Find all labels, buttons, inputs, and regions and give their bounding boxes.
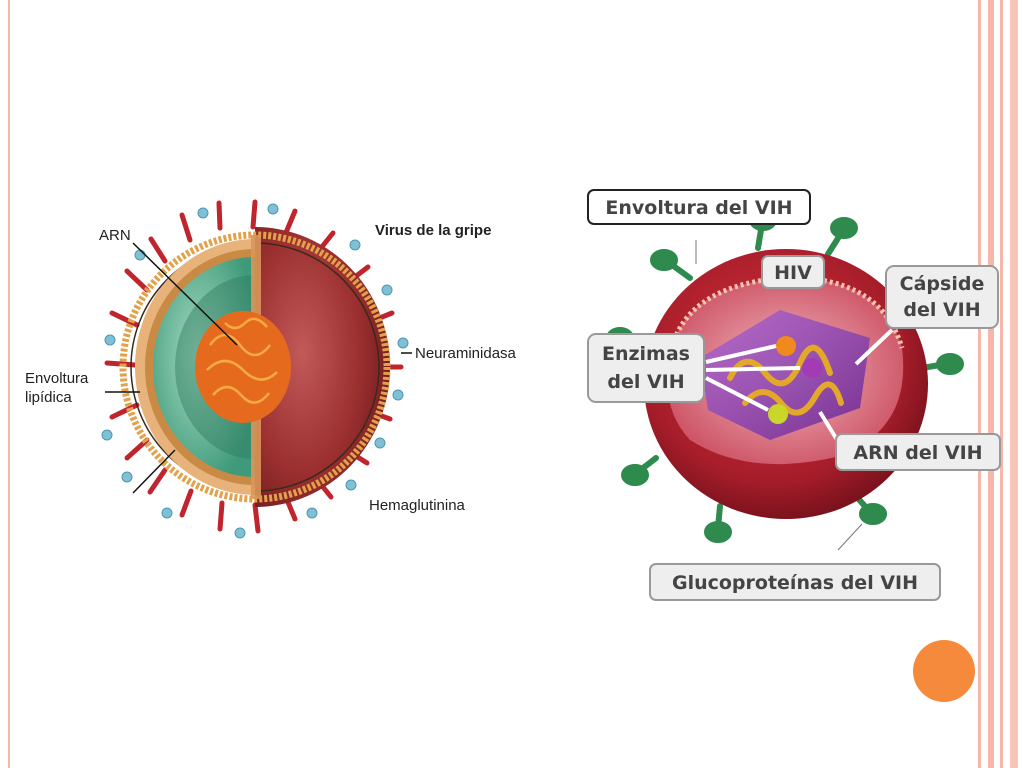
orange-circle-decoration <box>913 640 975 702</box>
label-enzimas-line2: del VIH <box>607 371 684 393</box>
label-enzimas-box: Enzimas del VIH <box>587 333 705 403</box>
right-decorative-stripes <box>978 0 1024 768</box>
influenza-diagram: Virus de la gripe ARN Envoltura lipídica… <box>25 199 517 539</box>
label-hemaglutinina: Hemaglutinina <box>369 497 466 514</box>
label-envoltura-line1: Envoltura <box>25 370 89 387</box>
hiv-enzymes <box>768 336 822 424</box>
label-hiv: HIV <box>774 262 812 284</box>
label-arn: ARN <box>99 227 131 244</box>
label-neuraminidasa: Neuraminidasa <box>415 345 517 362</box>
influenza-pointer-lines <box>105 242 412 494</box>
influenza-title: Virus de la gripe <box>375 222 491 239</box>
label-enzimas-line1: Enzimas <box>602 343 690 365</box>
label-capside-box: Cápside del VIH <box>885 265 999 329</box>
label-capside-line2: del VIH <box>903 299 980 321</box>
left-border-line <box>8 0 10 768</box>
label-capside-line1: Cápside <box>900 273 985 295</box>
hiv-diagram: Envoltura del VIH HIV Cápside del VIH En… <box>587 189 1001 601</box>
label-envoltura-box: Envoltura del VIH <box>587 189 811 225</box>
label-glucoproteinas-vih: Glucoproteínas del VIH <box>672 572 918 594</box>
label-arn-box: ARN del VIH <box>835 433 1001 471</box>
hiv-capsid-shape <box>700 310 870 440</box>
hiv-figure: Envoltura del VIH HIV Cápside del VIH En… <box>580 178 1008 610</box>
label-arn-vih: ARN del VIH <box>853 442 982 464</box>
label-envoltura-vih: Envoltura del VIH <box>605 197 792 219</box>
label-hiv-box: HIV <box>761 255 825 289</box>
label-envoltura-line2: lipídica <box>25 389 72 406</box>
label-glucoproteinas-box: Glucoproteínas del VIH <box>649 563 941 601</box>
influenza-outer-body <box>255 227 390 507</box>
influenza-figure: Virus de la gripe ARN Envoltura lipídica… <box>15 195 555 565</box>
hiv-rna-strands <box>727 344 844 416</box>
